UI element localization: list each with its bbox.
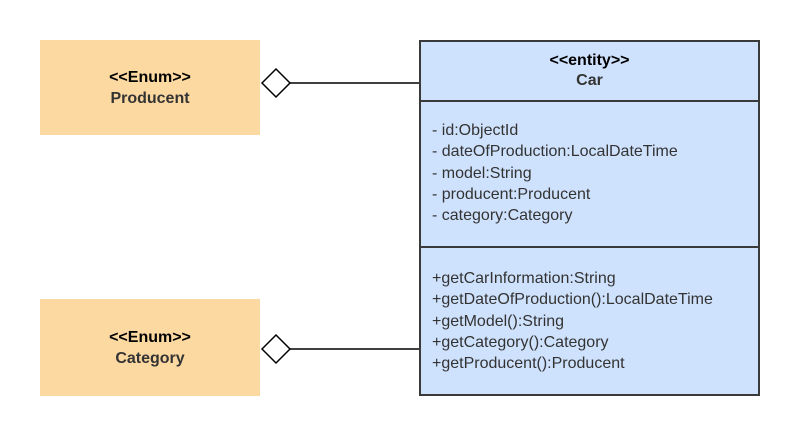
category-enum-box[interactable]: <<Enum>> Category	[40, 299, 260, 396]
attribute-item: - producent:Producent	[432, 185, 591, 203]
producent-aggregation[interactable]	[260, 67, 419, 99]
car-class-box[interactable]: <<entity>> Car - id:ObjectId - dateOfPro…	[419, 40, 760, 396]
method-item: +getDateOfProduction():LocalDateTime	[432, 291, 713, 309]
car-methods-section: +getCarInformation:String +getDateOfProd…	[421, 248, 758, 394]
method-item: +getProducent():Producent	[432, 355, 625, 373]
car-attributes-section: - id:ObjectId - dateOfProduction:LocalDa…	[421, 100, 758, 248]
producent-stereotype: <<Enum>>	[109, 68, 191, 86]
producent-aggregation-diamond-icon	[260, 67, 292, 99]
car-stereotype: <<entity>>	[549, 52, 630, 69]
car-class-header: <<entity>> Car	[421, 42, 758, 102]
method-item: +getCategory():Category	[432, 333, 609, 351]
attribute-item: - model:String	[432, 164, 532, 182]
producent-enum-box[interactable]: <<Enum>> Producent	[40, 40, 260, 135]
category-aggregation[interactable]	[260, 333, 419, 365]
attribute-item: - id:ObjectId	[432, 122, 519, 139]
method-item: +getCarInformation:String	[432, 270, 616, 287]
category-aggregation-diamond-icon	[260, 333, 292, 365]
car-class-name: Car	[576, 72, 603, 89]
attribute-item: - dateOfProduction:LocalDateTime	[432, 143, 678, 161]
method-item: +getModel():String	[432, 312, 565, 330]
category-stereotype: <<Enum>>	[109, 328, 191, 346]
category-name: Category	[115, 349, 185, 367]
producent-name: Producent	[110, 89, 190, 107]
attribute-item: - category:Category	[432, 207, 573, 225]
